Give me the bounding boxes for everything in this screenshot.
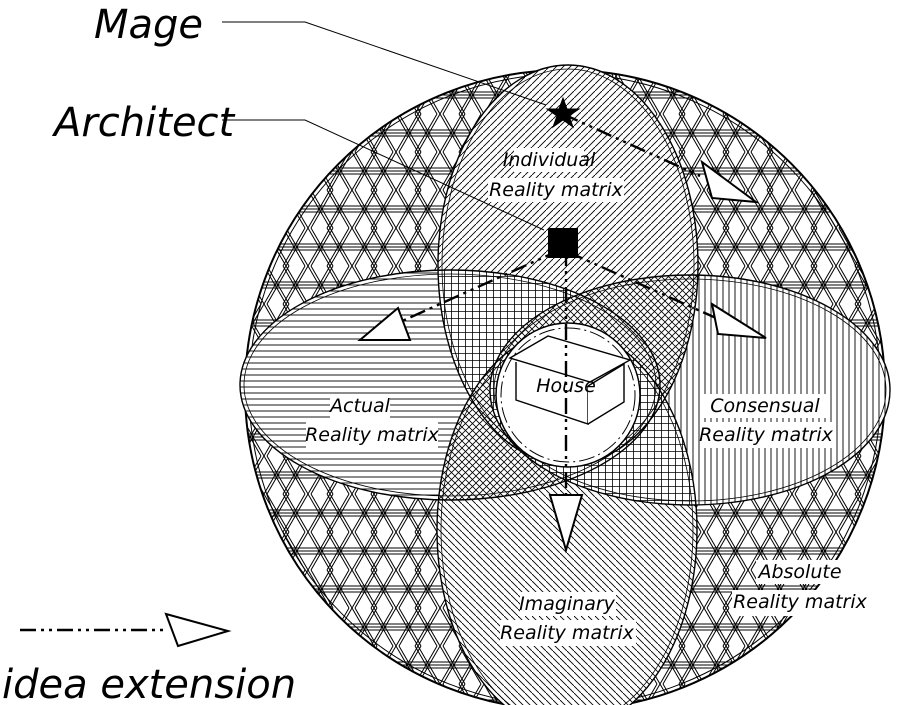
imaginary-label-bg-2 <box>500 620 636 646</box>
absolute-label-line1: Absolute <box>756 561 841 583</box>
individual-label-line1: Individual <box>503 149 596 171</box>
individual-label-bg <box>514 148 584 172</box>
consensual-label-bg-2 <box>700 422 832 448</box>
arrow-down <box>548 250 584 554</box>
mage-label: Mage <box>94 2 203 48</box>
imaginary-label-line1: Imaginary <box>519 593 616 615</box>
actual-label-bg-2 <box>306 422 438 448</box>
actual-label-bg <box>330 394 390 418</box>
consensual-label-bg <box>700 394 830 418</box>
arrow-right <box>567 250 767 339</box>
absolute-label-bg <box>756 560 844 584</box>
square-icon <box>548 228 578 258</box>
individual-label-bg-2 <box>488 178 624 202</box>
arrow-mage <box>562 112 760 204</box>
house-label: House <box>536 375 596 397</box>
actual-label-line1: Actual <box>328 395 391 417</box>
consensual-label-line2: Reality matrix <box>699 424 834 446</box>
legend-arrow-icon <box>20 612 232 648</box>
house-icon <box>508 335 632 425</box>
leader-lines <box>222 21 547 231</box>
absolute-label-line2: Reality matrix <box>733 591 868 613</box>
absolute-label-bg-2 <box>732 590 868 616</box>
star-icon <box>545 96 581 129</box>
actual-label-line2: Reality matrix <box>305 424 440 446</box>
legend-label: idea extension <box>2 662 296 705</box>
arrow-left <box>357 248 561 341</box>
architect-label: Architect <box>51 100 236 146</box>
individual-label-line2: Reality matrix <box>489 179 624 201</box>
imaginary-label-line2: Reality matrix <box>500 622 635 644</box>
consensual-label-line1: Consensual <box>710 395 820 417</box>
imaginary-label-bg <box>520 592 616 616</box>
legend: idea extension <box>2 612 296 705</box>
